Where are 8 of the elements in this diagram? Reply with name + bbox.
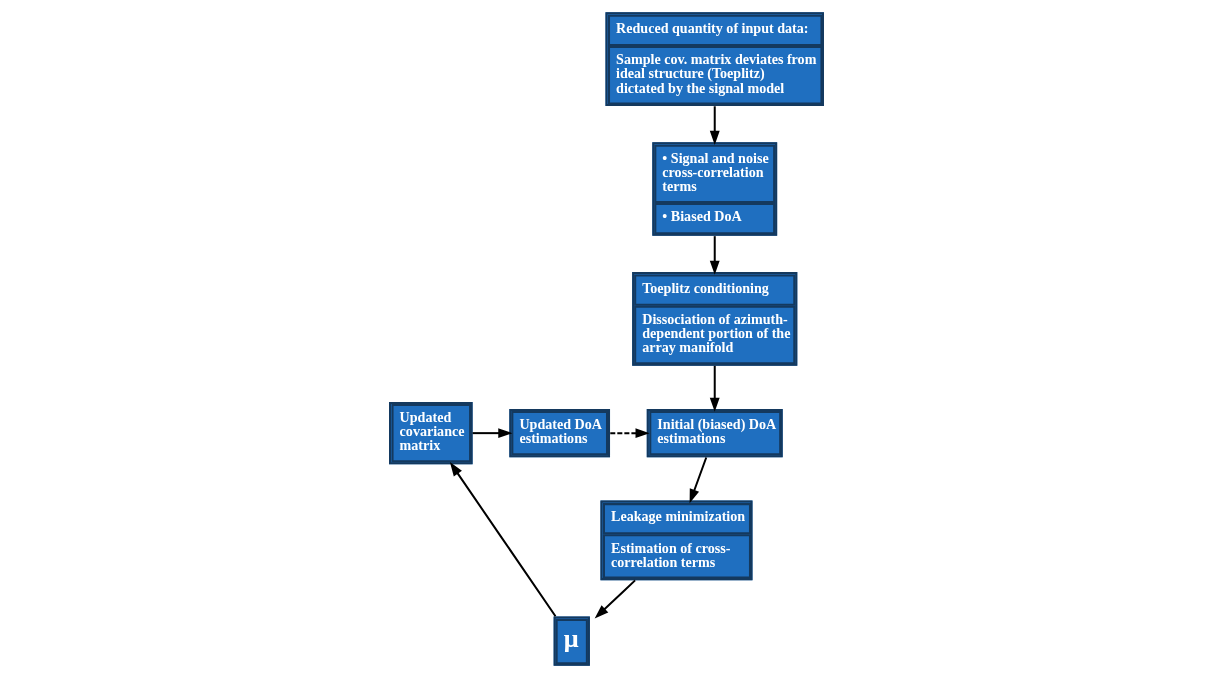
- arrow: [610, 428, 650, 439]
- arrow: [689, 457, 708, 504]
- arrow: [472, 428, 513, 439]
- arrow: [709, 106, 720, 145]
- arrow: [449, 462, 557, 617]
- arrow: [709, 236, 720, 275]
- arrow: [709, 365, 720, 412]
- arrow: [594, 579, 636, 619]
